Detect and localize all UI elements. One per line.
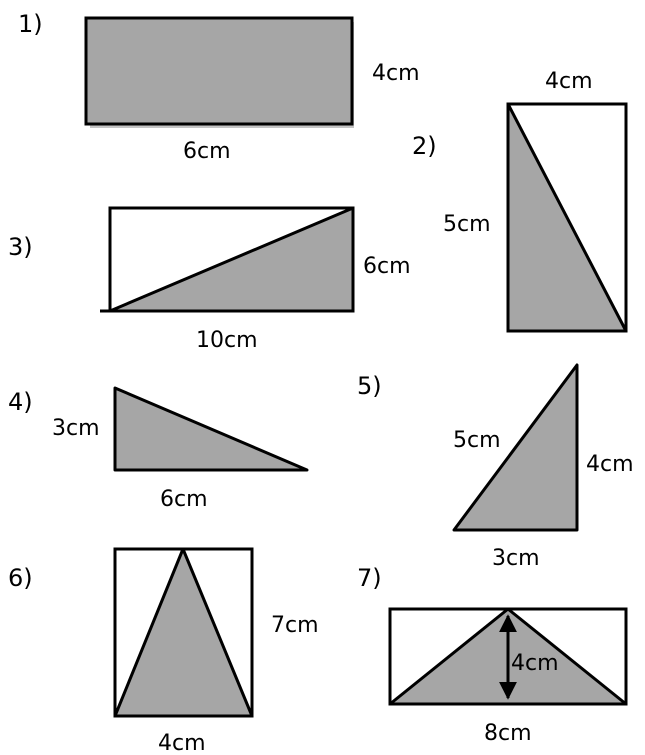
triangle-5-bottom-label: 3cm bbox=[492, 546, 540, 571]
rectangle-7-bottom-label: 8cm bbox=[484, 721, 532, 746]
rectangle-1-height-label: 4cm bbox=[372, 61, 420, 86]
shaded-rectangle-1 bbox=[84, 16, 354, 126]
problem-5: 5) 5cm 4cm 3cm bbox=[357, 363, 634, 571]
problem-2: 2) 4cm 5cm bbox=[412, 69, 628, 333]
shaded-triangle-2 bbox=[506, 102, 628, 333]
problem-6-number: 6) bbox=[8, 564, 33, 592]
problem-6: 6) 7cm 4cm bbox=[8, 547, 319, 755]
problem-4: 4) 3cm 6cm bbox=[8, 386, 309, 512]
shaded-triangle-3 bbox=[108, 206, 355, 313]
shaded-triangle-4 bbox=[113, 386, 309, 472]
shaded-triangle-6 bbox=[113, 547, 254, 718]
problem-3: 3) 6cm 10cm bbox=[8, 206, 411, 353]
triangle-5-hypotenuse-label: 5cm bbox=[453, 428, 501, 453]
problem-1: 1) 4cm 6cm bbox=[18, 10, 420, 164]
rectangle-6-bottom-label: 4cm bbox=[158, 731, 206, 755]
problem-7: 7) 4cm 8cm bbox=[357, 564, 628, 746]
triangle-5-side-label: 4cm bbox=[586, 452, 634, 477]
rectangle-3-side-label: 6cm bbox=[363, 254, 411, 279]
rectangle-6-side-label: 7cm bbox=[271, 613, 319, 638]
triangle-4-bottom-label: 6cm bbox=[160, 487, 208, 512]
rectangle-2-top-label: 4cm bbox=[545, 69, 593, 94]
shaded-triangle-5 bbox=[452, 363, 579, 532]
problem-2-number: 2) bbox=[412, 132, 437, 160]
rectangle-2-side-label: 5cm bbox=[443, 212, 491, 237]
problem-5-number: 5) bbox=[357, 372, 382, 400]
triangle-4-side-label: 3cm bbox=[52, 416, 100, 441]
rectangle-3-bottom-label: 10cm bbox=[196, 328, 258, 353]
problem-4-number: 4) bbox=[8, 388, 33, 416]
problem-7-number: 7) bbox=[357, 564, 382, 592]
rectangle-1-width-label: 6cm bbox=[183, 139, 231, 164]
problem-1-number: 1) bbox=[18, 10, 43, 38]
triangle-7-height-label: 4cm bbox=[511, 651, 559, 676]
problem-3-number: 3) bbox=[8, 233, 33, 261]
